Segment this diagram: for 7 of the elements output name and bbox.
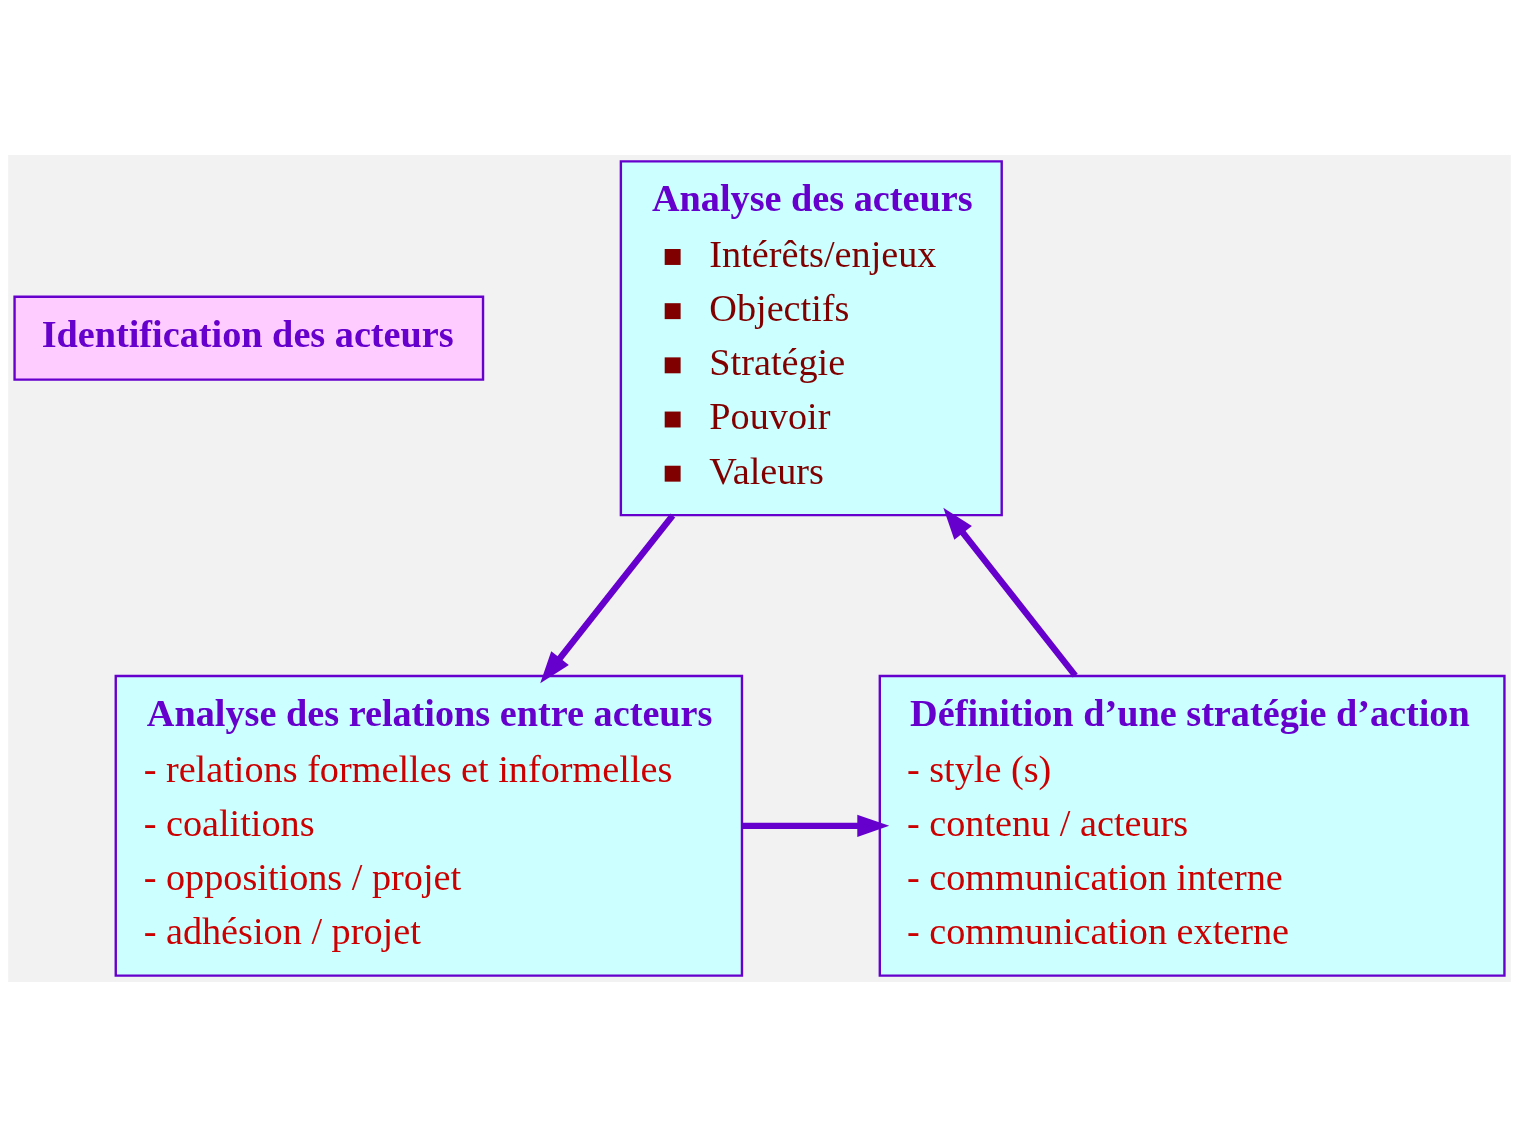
node-box: Analyse des acteurs Intérêts/enjeux Objectifs Stratégie Pouvoir Valeurs [619, 159, 1003, 516]
arrow [540, 512, 676, 683]
node-box: Identification des acteurs [13, 295, 485, 381]
arrow [742, 814, 890, 837]
arrow [943, 507, 1078, 678]
node-box: Définition d’une stratégie d’action - style (s) - contenu / acteurs - communication interne - communication externe [878, 674, 1506, 977]
node-box: Analyse des relations entre acteurs - relations formelles et informelles - coalitions - oppositions / projet - adhésion / projet [114, 674, 744, 977]
